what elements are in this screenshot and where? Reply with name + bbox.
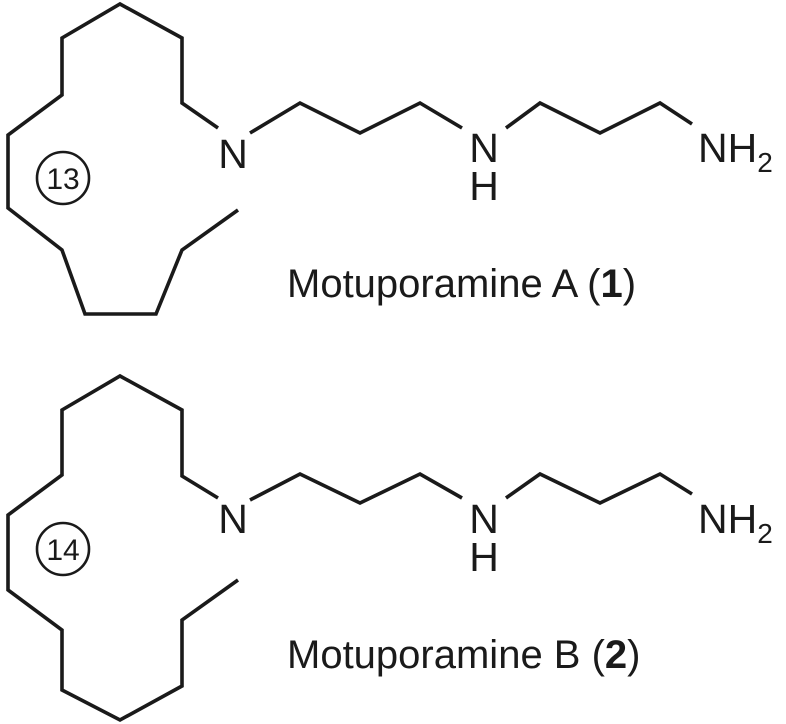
chain-nitrogen-label: N (469, 496, 499, 542)
propyl-linker-1-bonds (249, 471, 463, 505)
macrocycle-ring-14-bonds (6, 373, 240, 723)
compound-caption: Motuporamine A (1) (287, 262, 636, 306)
structure-motuporamine-a: N N H NH2 13 Motuporamine A (1) (6, 1, 773, 316)
terminal-amine-label: NH2 (698, 125, 773, 178)
macrocycle-ring-13-bonds (6, 1, 240, 316)
ring-size-badge (35, 150, 91, 206)
chain-hydrogen-label: H (469, 534, 499, 580)
terminal-amine-label: NH2 (698, 496, 773, 549)
chain-hydrogen-label: H (469, 163, 499, 209)
propyl-linker-2-bonds (504, 471, 693, 505)
ring-nitrogen-label: N (218, 496, 248, 542)
propyl-linker-2-bonds (504, 100, 693, 136)
ring-nitrogen-label: N (218, 131, 248, 177)
propyl-linker-1-bonds (249, 100, 463, 136)
ring-size-label: 14 (46, 534, 79, 567)
structure-motuporamine-b: N N H NH2 14 Motuporamine B (2) (6, 373, 773, 723)
compound-caption: Motuporamine B (2) (287, 633, 641, 677)
ring-size-label: 13 (46, 163, 79, 196)
chain-nitrogen-label: N (469, 125, 499, 171)
ring-size-badge (35, 521, 91, 577)
